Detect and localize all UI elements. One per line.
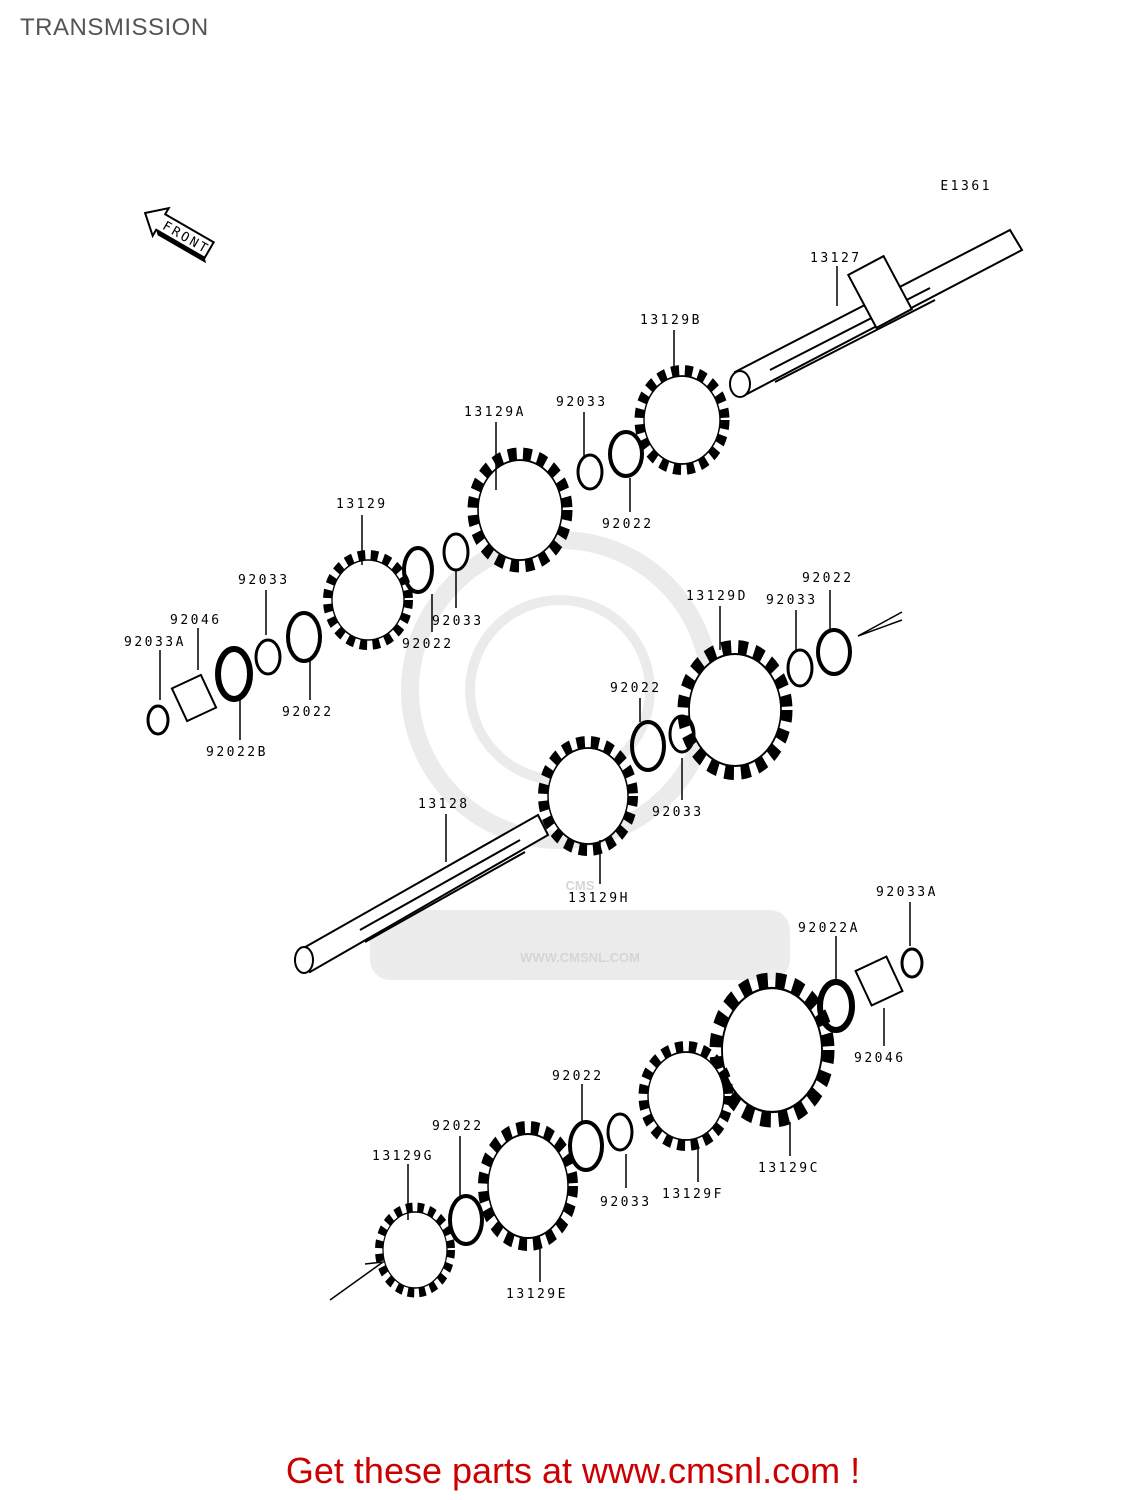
part-label: 92022 bbox=[552, 1069, 604, 1084]
part-label: 92033 bbox=[432, 614, 484, 629]
part-label: 13127 bbox=[810, 251, 862, 266]
part-label: 13129A bbox=[464, 405, 526, 420]
gear-13129A bbox=[474, 455, 566, 565]
watermark-logo-text: CMS bbox=[566, 878, 595, 893]
main-shaft bbox=[729, 228, 1024, 398]
footer-link-text[interactable]: Get these parts at www.cmsnl.com ! bbox=[285, 1450, 861, 1491]
leader-lines bbox=[159, 266, 911, 1282]
rings bbox=[146, 430, 924, 1246]
part-label: 13129B bbox=[640, 313, 702, 328]
part-label: 92033 bbox=[238, 573, 290, 588]
gear-13129B bbox=[640, 372, 724, 469]
part-label: 92022 bbox=[402, 637, 454, 652]
part-label: 92033 bbox=[600, 1195, 652, 1210]
part-label: 92022 bbox=[610, 681, 662, 696]
gear-13129C bbox=[717, 982, 827, 1118]
gear-13129F bbox=[644, 1048, 728, 1145]
gear-13129 bbox=[328, 556, 407, 644]
part-label: 92022 bbox=[802, 571, 854, 586]
counter-shaft bbox=[294, 813, 550, 974]
part-label: 92033 bbox=[556, 395, 608, 410]
diagram-code: E1361 bbox=[940, 179, 992, 194]
part-label: 13129D bbox=[686, 589, 748, 604]
part-label: 13129E bbox=[506, 1287, 568, 1302]
part-label: 92022B bbox=[206, 745, 268, 760]
part-label: 92022 bbox=[282, 705, 334, 720]
part-label: 13129G bbox=[372, 1149, 434, 1164]
gear-13129E bbox=[484, 1129, 572, 1243]
part-label: 13129C bbox=[758, 1161, 820, 1176]
watermark-url: WWW.CMSNL.COM bbox=[520, 950, 640, 965]
gear-13129G bbox=[380, 1208, 450, 1292]
part-label: 92046 bbox=[170, 613, 222, 628]
part-label: 92033A bbox=[876, 885, 938, 900]
part-label: 92033 bbox=[766, 593, 818, 608]
part-label: 13129F bbox=[662, 1187, 724, 1202]
part-label: 92022A bbox=[798, 921, 860, 936]
gear-13129H bbox=[544, 743, 632, 849]
part-label: 13128 bbox=[418, 797, 470, 812]
page-title: TRANSMISSION bbox=[20, 14, 209, 41]
part-label: 13129H bbox=[568, 891, 630, 906]
part-label: 13129 bbox=[336, 497, 388, 512]
gear-13129D bbox=[684, 648, 785, 771]
axis-pointers bbox=[329, 611, 903, 1301]
front-arrow: FRONT bbox=[143, 206, 216, 264]
part-label: 92022 bbox=[602, 517, 654, 532]
part-label: 92022 bbox=[432, 1119, 484, 1134]
part-label: 92046 bbox=[854, 1051, 906, 1066]
part-label: 92033A bbox=[124, 635, 186, 650]
part-label: 92033 bbox=[652, 805, 704, 820]
